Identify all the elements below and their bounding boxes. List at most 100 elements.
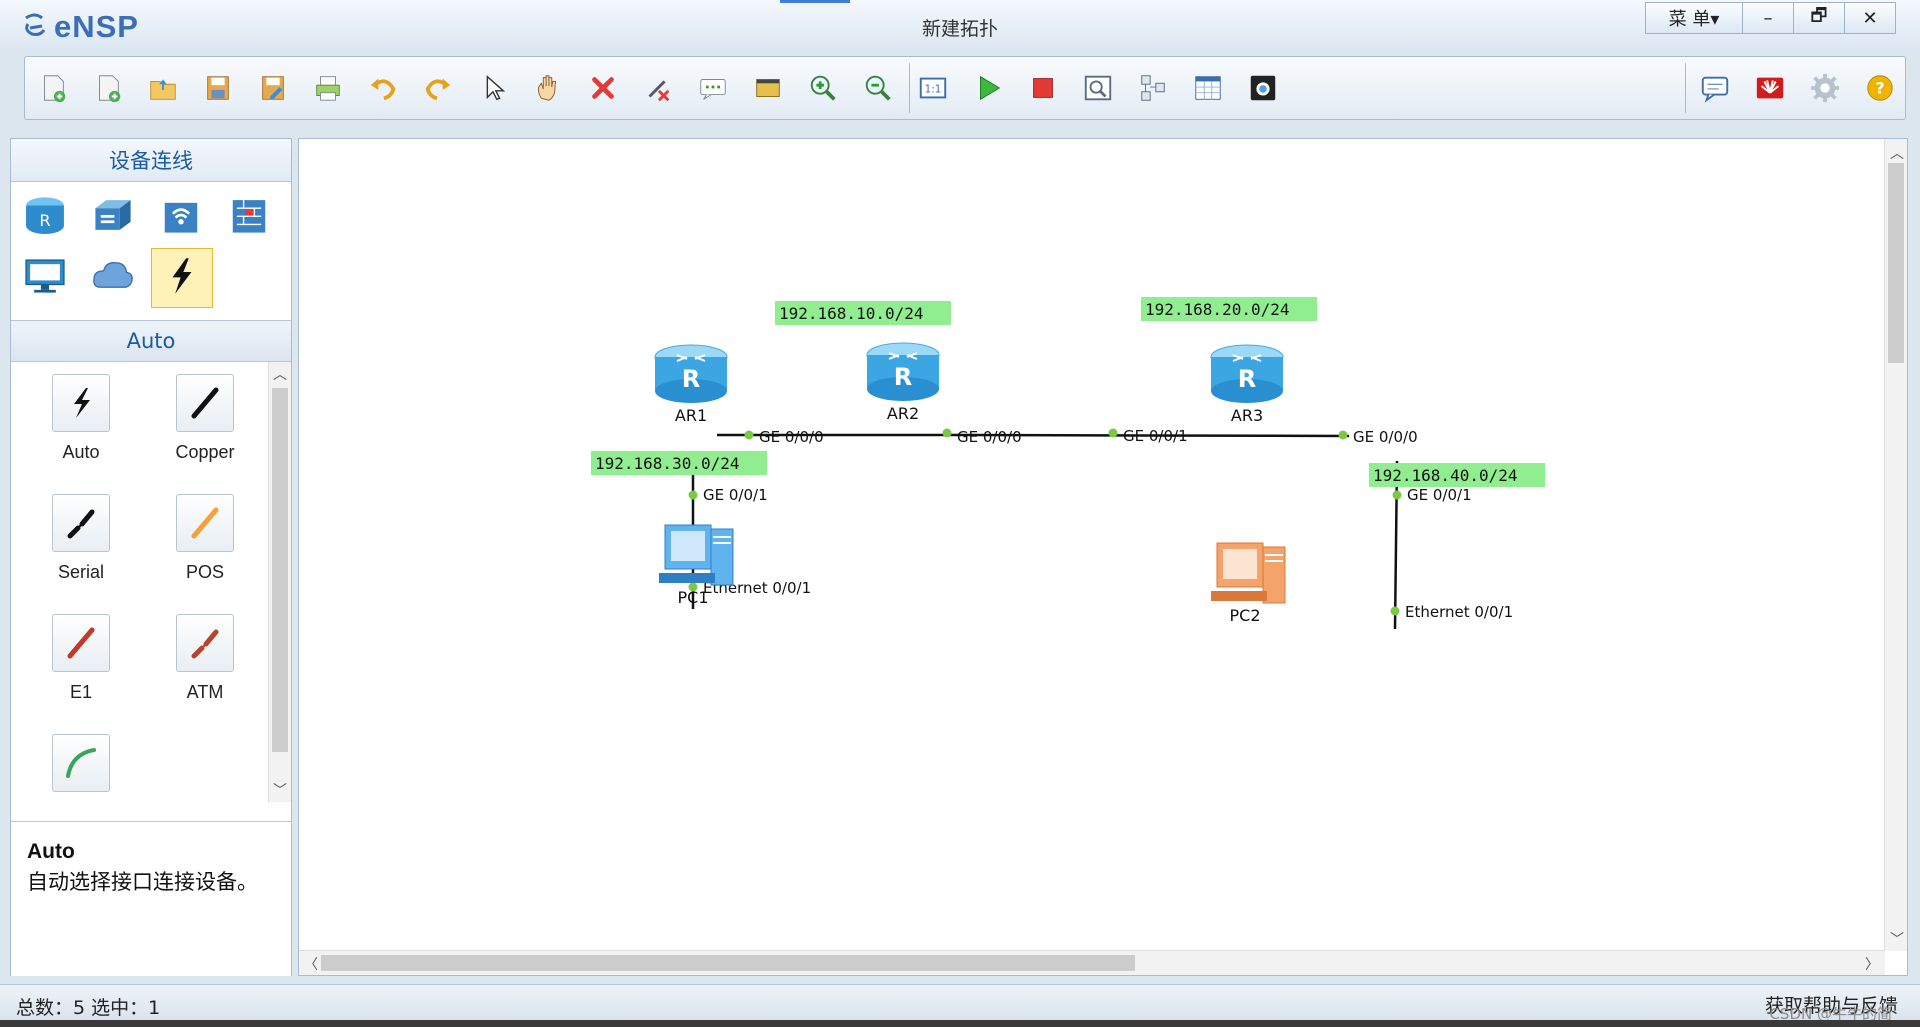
pc-keyboard [1211, 591, 1267, 601]
cable-item-pos[interactable]: POS [145, 494, 265, 583]
window-controls: 菜 单▾ – 🗗 ✕ [1645, 2, 1896, 34]
delete-icon[interactable] [579, 65, 627, 111]
text-icon[interactable] [689, 65, 737, 111]
taskbar-edge [0, 1020, 1920, 1027]
help-feedback-link[interactable]: 获取帮助与反馈 [1764, 995, 1898, 1017]
link-line[interactable] [1393, 460, 1399, 630]
port-dot [1338, 430, 1348, 440]
chat-icon[interactable] [1691, 65, 1739, 111]
subnet-label-bg [1369, 463, 1545, 487]
router-base [1211, 379, 1283, 403]
switch-category[interactable] [83, 188, 143, 246]
open-icon[interactable] [139, 65, 187, 111]
toolbar-main-group: 1:1 [29, 65, 1294, 111]
device-pc1[interactable]: PC1 [659, 524, 734, 607]
grid-icon[interactable] [1184, 65, 1232, 111]
minimize-button[interactable]: – [1742, 2, 1793, 34]
undo-icon[interactable] [359, 65, 407, 111]
router-category[interactable]: R [15, 188, 75, 246]
wlan-category[interactable] [151, 188, 211, 246]
cable-item-copper[interactable]: Copper [145, 374, 265, 463]
connection-category[interactable] [151, 248, 213, 308]
scroll-up-icon[interactable]: ︿ [273, 367, 287, 383]
huawei-icon[interactable] [1746, 65, 1794, 111]
canvas-horizontal-scrollbar[interactable]: 〈 〉 [299, 950, 1885, 975]
settings-icon[interactable] [1801, 65, 1849, 111]
watermark: CSDN @牛牛的简 [1769, 1005, 1892, 1023]
cable-label: Copper [175, 442, 235, 462]
pc-keyboard [659, 573, 715, 583]
port-label: Ethernet 0/0/1 [1405, 603, 1513, 621]
router-icon: R [1238, 365, 1256, 393]
pos-cable-icon [176, 494, 234, 552]
delete-link-icon[interactable] [634, 65, 682, 111]
firewall-category[interactable] [219, 188, 279, 246]
save-icon[interactable] [194, 65, 242, 111]
device-category-grid: R [11, 182, 291, 321]
status-bar: 总数：5 选中：1 获取帮助与反馈 CSDN @牛牛的简 [0, 984, 1920, 1023]
cable-item-serial[interactable]: Serial [21, 494, 141, 583]
screenshot-icon[interactable] [1239, 65, 1287, 111]
app-logo: eNSP [20, 9, 139, 44]
save-as-icon[interactable] [249, 65, 297, 111]
cable-item-atm[interactable]: ATM [145, 614, 265, 703]
cable-item-e1[interactable]: E1 [21, 614, 141, 703]
canvas-vertical-scrollbar[interactable]: ︿ ﹀ [1884, 139, 1907, 951]
stop-icon[interactable] [1019, 65, 1067, 111]
scroll-down-icon[interactable]: ﹀ [1890, 932, 1904, 948]
wlan-icon [158, 192, 204, 242]
restore-button[interactable]: 🗗 [1793, 2, 1844, 34]
curve-cable-icon [52, 734, 110, 792]
capture-icon[interactable] [1074, 65, 1122, 111]
scroll-up-icon[interactable]: ︿ [1890, 146, 1904, 162]
redo-icon[interactable] [414, 65, 462, 111]
zoom-out-icon[interactable] [854, 65, 902, 111]
port-label: GE 0/0/0 [759, 428, 824, 446]
scrollbar-thumb[interactable] [1888, 163, 1904, 363]
pan-icon[interactable] [524, 65, 572, 111]
cable-list-scrollbar[interactable]: ︿ ﹀ [268, 362, 291, 802]
help-icon[interactable]: ? [1856, 65, 1904, 111]
select-icon[interactable] [469, 65, 517, 111]
port-label: GE 0/0/0 [957, 428, 1022, 446]
description-title: Auto [27, 840, 75, 863]
print-icon[interactable] [304, 65, 352, 111]
start-icon[interactable] [964, 65, 1012, 111]
device-label: PC2 [1230, 606, 1261, 625]
scroll-right-icon[interactable]: 〉 [1865, 957, 1879, 973]
menu-button[interactable]: 菜 单▾ [1645, 2, 1742, 34]
cloud-category[interactable] [83, 248, 143, 306]
title-accent [780, 0, 850, 3]
connection-icon [159, 253, 205, 303]
cable-item-curve[interactable] [21, 734, 141, 792]
router-icon: R [894, 363, 912, 391]
cable-item-auto[interactable]: Auto [21, 374, 141, 463]
fit-icon[interactable]: 1:1 [909, 65, 957, 111]
switch-icon [90, 192, 136, 242]
new-topology-icon[interactable] [29, 65, 77, 111]
link-line[interactable] [968, 433, 1350, 438]
device-pc2[interactable]: PC2 [1211, 542, 1286, 625]
new-file-icon[interactable] [84, 65, 132, 111]
scrollbar-thumb[interactable] [321, 955, 1135, 971]
pc-category[interactable] [15, 248, 75, 306]
topology-icon[interactable] [1129, 65, 1177, 111]
close-button[interactable]: ✕ [1844, 2, 1896, 34]
palette-icon[interactable] [744, 65, 792, 111]
zoom-in-icon[interactable] [799, 65, 847, 111]
scroll-down-icon[interactable]: ﹀ [273, 783, 287, 799]
scroll-left-icon[interactable]: 〈 [304, 957, 318, 973]
scrollbar-thumb[interactable] [272, 388, 288, 752]
title-bar: eNSP 新建拓扑 菜 单▾ – 🗗 ✕ [0, 0, 1920, 52]
subnet-label-bg [591, 451, 767, 475]
